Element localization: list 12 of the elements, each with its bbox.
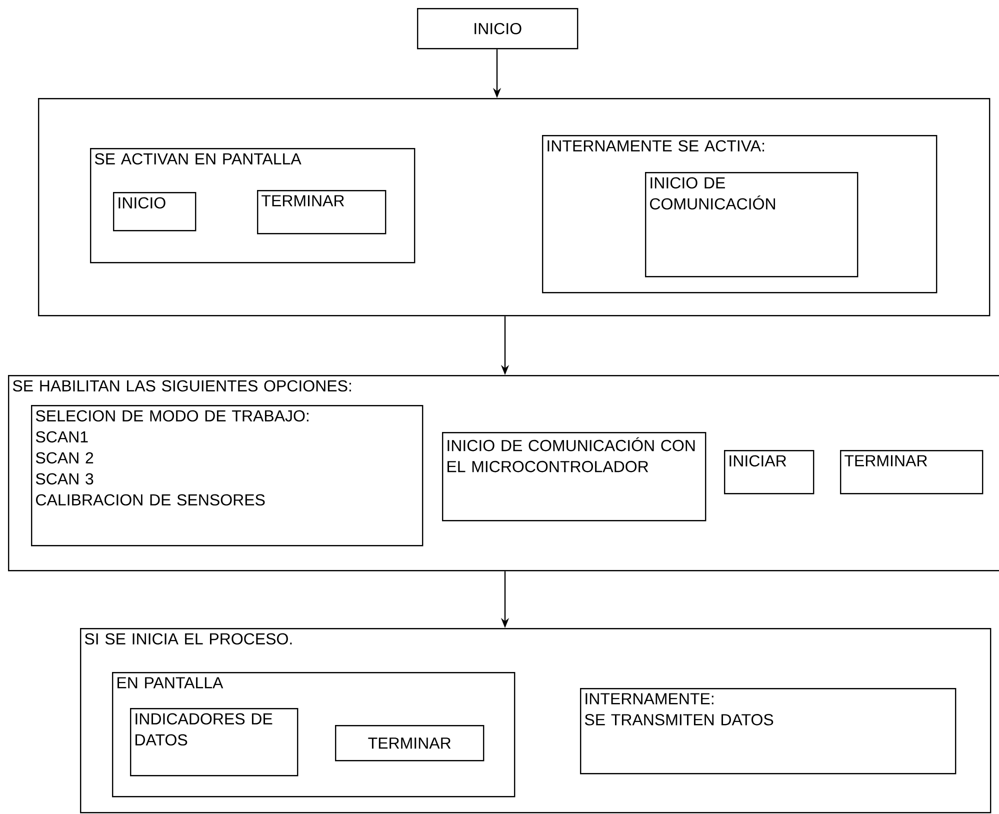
process-box: INDICADORES DE DATOS — [130, 708, 298, 776]
button-box: TERMINAR — [840, 450, 984, 494]
button-box: INICIO — [113, 192, 196, 232]
start-box: INICIO — [417, 8, 578, 50]
process-box: INICIO DE COMUNICACIÓN — [645, 172, 858, 278]
group-box — [38, 98, 990, 316]
process-box: INICIO DE COMUNICACIÓN CON EL MICROCONTROLADOR — [442, 432, 706, 522]
option-box: SELECION DE MODO DE TRABAJO: SCAN1 SCAN 2 SCAN 3 CALIBRACION DE SENSORES — [31, 405, 424, 546]
button-box: TERMINAR — [335, 725, 484, 762]
button-box: INICIAR — [724, 450, 814, 494]
process-box: INTERNAMENTE: SE TRANSMITEN DATOS — [580, 688, 956, 774]
button-box: TERMINAR — [257, 190, 386, 234]
